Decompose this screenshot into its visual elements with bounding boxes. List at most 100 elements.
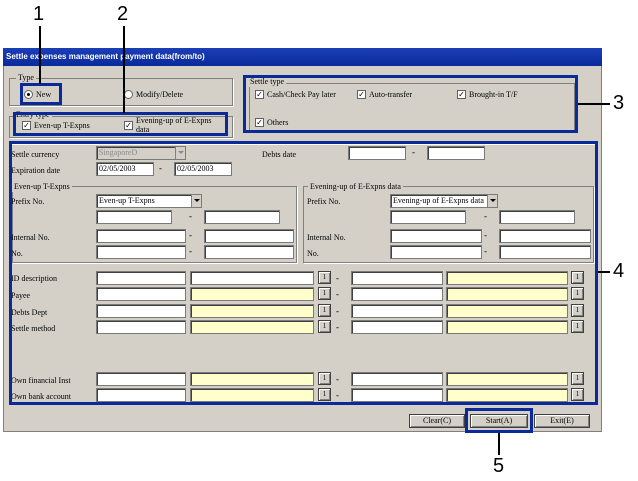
own-bank-account-from-name[interactable]: [190, 388, 314, 402]
callout-5: 5: [493, 455, 505, 477]
settle-method-to-name[interactable]: [446, 320, 568, 334]
id-description-from-code[interactable]: [96, 271, 186, 285]
settle-method-to-lookup-button[interactable]: 1: [571, 320, 584, 333]
no-left-to-input[interactable]: [204, 245, 294, 259]
settle-method-to-code[interactable]: [351, 320, 443, 334]
own-financial-inst-to-name[interactable]: [446, 372, 568, 386]
own-financial-inst-from-lookup-button[interactable]: 1: [318, 372, 331, 385]
payee-to-lookup-button[interactable]: 1: [571, 287, 584, 300]
chevron-down-icon[interactable]: [191, 195, 201, 207]
checkbox-brought-in-label: Brought-in T/F: [469, 90, 518, 99]
id-description-to-code[interactable]: [351, 271, 443, 285]
prefix-no-left-value: Even-up T-Expns: [99, 196, 155, 205]
payee-from-name[interactable]: [190, 287, 314, 301]
row-label-own-bank-account: Own bank account: [11, 392, 71, 401]
exit-button[interactable]: Exit(E): [534, 414, 590, 428]
own-financial-inst-dash: -: [336, 374, 339, 384]
payee-to-code[interactable]: [351, 287, 443, 301]
checkbox-evening-up[interactable]: ✓: [124, 121, 133, 130]
internal-no-right-label: Internal No.: [307, 233, 346, 242]
prefix-no-right-select[interactable]: Evening-up of E-Expns data: [390, 194, 498, 208]
settle-currency-select[interactable]: SingaporeD: [96, 146, 186, 160]
settle-method-from-name[interactable]: [190, 320, 314, 334]
callout-line-5: [498, 433, 500, 455]
highlight-form-panel: [9, 141, 598, 405]
debts-dept-to-code[interactable]: [351, 304, 443, 318]
even-up-group-label: Even-up T-Expns: [12, 182, 72, 192]
internal-no-left-label: Internal No.: [11, 233, 50, 242]
debts-dept-dash: -: [336, 306, 339, 316]
prefix-right-to-input[interactable]: [499, 210, 575, 224]
type-group: [9, 78, 233, 106]
no-right-from-input[interactable]: [390, 245, 482, 259]
prefix-left-to-input[interactable]: [204, 210, 280, 224]
highlight-new: [20, 83, 62, 105]
highlight-start: [465, 408, 533, 433]
own-financial-inst-from-code[interactable]: [96, 372, 186, 386]
own-bank-account-from-code[interactable]: [96, 388, 186, 402]
no-left-dash: -: [189, 246, 192, 256]
payee-dash: -: [336, 289, 339, 299]
callout-line-1: [39, 26, 41, 84]
row-label-id-description: ID description: [11, 274, 57, 283]
prefix-no-left-select[interactable]: Even-up T-Expns: [96, 194, 202, 208]
settle-method-dash: -: [336, 322, 339, 332]
internal-no-left-from-input[interactable]: [96, 229, 186, 243]
internal-no-right-from-input[interactable]: [390, 229, 482, 243]
settle-method-from-lookup-button[interactable]: 1: [318, 320, 331, 333]
own-financial-inst-to-lookup-button[interactable]: 1: [571, 372, 584, 385]
highlight-settle-type: [243, 75, 578, 133]
settle-currency-label: Settle currency: [11, 150, 60, 159]
prefix-no-left-label: Prefix No.: [11, 197, 45, 206]
start-button[interactable]: Start(A): [470, 414, 528, 428]
row-label-own-financial-inst: Own financial Inst: [11, 376, 71, 385]
own-bank-account-to-lookup-button[interactable]: 1: [571, 388, 584, 401]
callout-3: 3: [613, 92, 625, 114]
debts-dept-to-name[interactable]: [446, 304, 568, 318]
radio-new[interactable]: [24, 90, 33, 99]
checkbox-cash-check[interactable]: ✓: [255, 90, 264, 99]
id-description-dash: -: [336, 273, 339, 283]
own-bank-account-to-code[interactable]: [351, 388, 443, 402]
id-description-from-lookup-button[interactable]: 1: [318, 271, 331, 284]
checkbox-even-up[interactable]: ✓: [22, 121, 31, 130]
payee-from-lookup-button[interactable]: 1: [318, 287, 331, 300]
checkbox-others-label: Others: [267, 118, 289, 127]
debts-date-label: Debts date: [262, 150, 296, 159]
debts-dept-from-lookup-button[interactable]: 1: [318, 304, 331, 317]
clear-button[interactable]: Clear(C): [409, 414, 465, 428]
debts-dept-from-code[interactable]: [96, 304, 186, 318]
debts-dept-to-lookup-button[interactable]: 1: [571, 304, 584, 317]
no-right-to-input[interactable]: [499, 245, 591, 259]
own-financial-inst-from-name[interactable]: [190, 372, 314, 386]
chevron-down-icon[interactable]: [487, 195, 497, 207]
chevron-down-icon[interactable]: [175, 147, 185, 159]
no-left-from-input[interactable]: [96, 245, 186, 259]
internal-no-left-to-input[interactable]: [204, 229, 294, 243]
payee-from-code[interactable]: [96, 287, 186, 301]
id-description-to-lookup-button[interactable]: 1: [571, 271, 584, 284]
debts-date-to-input[interactable]: [427, 146, 485, 160]
prefix-left-from-input[interactable]: [96, 210, 172, 224]
internal-no-right-to-input[interactable]: [499, 229, 591, 243]
prefix-right-from-input[interactable]: [390, 210, 466, 224]
expiration-to-input[interactable]: 02/05/2003: [174, 162, 232, 176]
settle-method-from-code[interactable]: [96, 320, 186, 334]
id-description-to-name[interactable]: [446, 271, 568, 285]
radio-new-label: New: [36, 90, 52, 99]
own-bank-account-from-lookup-button[interactable]: 1: [318, 388, 331, 401]
checkbox-auto-transfer[interactable]: ✓: [357, 90, 366, 99]
no-left-label: No.: [11, 249, 23, 258]
payee-to-name[interactable]: [446, 287, 568, 301]
expiration-from-input[interactable]: 02/05/2003: [96, 162, 154, 176]
debts-dept-from-name[interactable]: [190, 304, 314, 318]
radio-modify-delete[interactable]: [124, 90, 133, 99]
checkbox-brought-in[interactable]: ✓: [457, 90, 466, 99]
id-description-from-name[interactable]: [190, 271, 314, 285]
row-label-payee: Payee: [11, 291, 31, 300]
debts-date-from-input[interactable]: [348, 146, 406, 160]
checkbox-others[interactable]: ✓: [255, 118, 264, 127]
prefix-left-dash: -: [189, 211, 192, 221]
own-financial-inst-to-code[interactable]: [351, 372, 443, 386]
own-bank-account-to-name[interactable]: [446, 388, 568, 402]
